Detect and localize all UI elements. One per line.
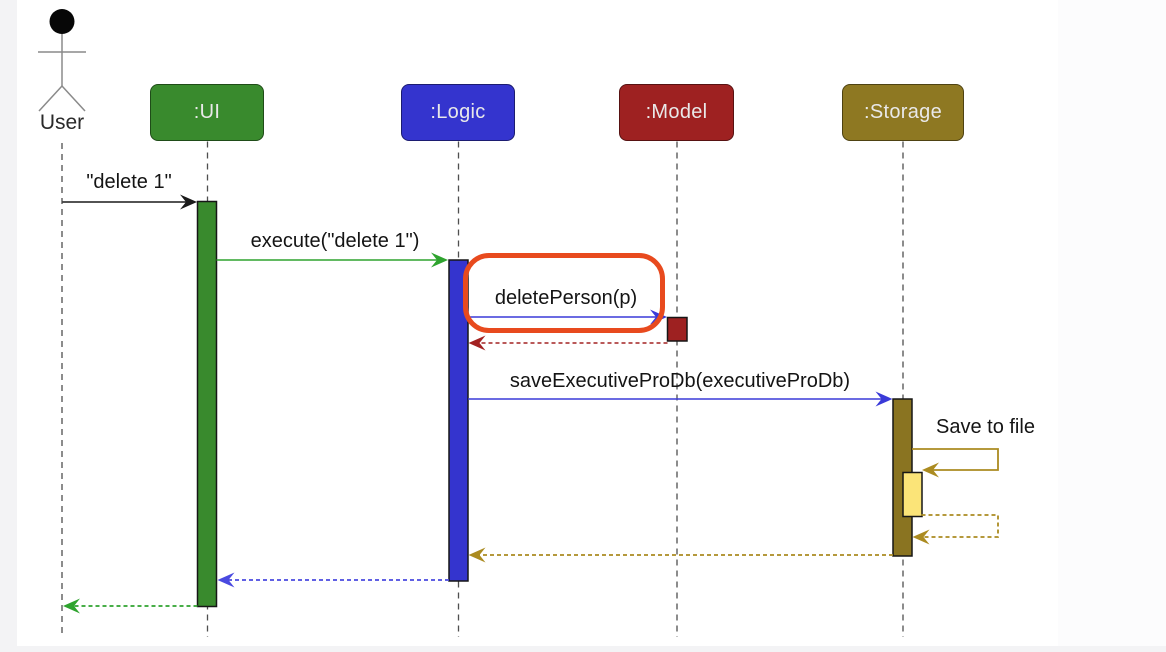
message-label-execute: execute("delete 1") bbox=[250, 230, 420, 252]
arrow-save-to-file-self-call bbox=[912, 448, 999, 478]
arrowhead bbox=[180, 194, 197, 210]
actor-leg-left bbox=[38, 85, 63, 112]
message-label-delete-person: deletePerson(p) bbox=[494, 287, 638, 309]
activation-ui bbox=[196, 200, 218, 608]
canvas-right-margin bbox=[1058, 0, 1166, 652]
arrowhead bbox=[912, 529, 930, 545]
participant-storage: :Storage bbox=[842, 84, 964, 141]
arrow-execute bbox=[216, 252, 448, 268]
actor-label: User bbox=[39, 111, 85, 134]
actor-icon bbox=[38, 9, 86, 112]
arrowhead bbox=[922, 462, 939, 478]
arrow-return-model-logic bbox=[468, 335, 668, 351]
arrowhead bbox=[217, 572, 235, 588]
participant-storage-label: :Storage bbox=[863, 101, 942, 123]
arrow-delete-1 bbox=[62, 194, 197, 210]
actor-head bbox=[49, 9, 75, 34]
message-label-delete-1: "delete 1" bbox=[86, 171, 172, 193]
activation-logic bbox=[448, 259, 469, 582]
arrowhead bbox=[63, 598, 80, 614]
actor-leg-right bbox=[61, 85, 86, 112]
message-label-save-to-file: Save to file bbox=[936, 416, 1035, 438]
arrow-return-ui-user bbox=[63, 598, 198, 614]
arrowhead bbox=[875, 391, 893, 407]
canvas-left-margin bbox=[0, 0, 17, 652]
arrowhead bbox=[431, 252, 448, 268]
arrow-self-return bbox=[912, 514, 999, 545]
participant-model: :Model bbox=[619, 84, 734, 141]
participant-logic-label: :Logic bbox=[430, 101, 486, 123]
arrowhead bbox=[468, 335, 486, 351]
arrow-save-executive-pro-db bbox=[468, 391, 893, 407]
message-label-save-executive: saveExecutiveProDb(executiveProDb) bbox=[509, 370, 851, 392]
canvas-bottom-margin bbox=[0, 646, 1166, 652]
arrow-return-logic-ui bbox=[217, 572, 449, 588]
participant-ui: :UI bbox=[150, 84, 264, 141]
arrow-return-storage-logic bbox=[468, 547, 893, 563]
activation-bars bbox=[196, 200, 923, 608]
highlight-annotation bbox=[463, 253, 665, 333]
participant-logic: :Logic bbox=[401, 84, 515, 141]
activation-model bbox=[666, 316, 688, 342]
arrowhead bbox=[468, 547, 486, 563]
activation-storage-nested bbox=[902, 471, 923, 518]
participant-model-label: :Model bbox=[645, 101, 708, 123]
participant-ui-label: :UI bbox=[193, 101, 221, 123]
